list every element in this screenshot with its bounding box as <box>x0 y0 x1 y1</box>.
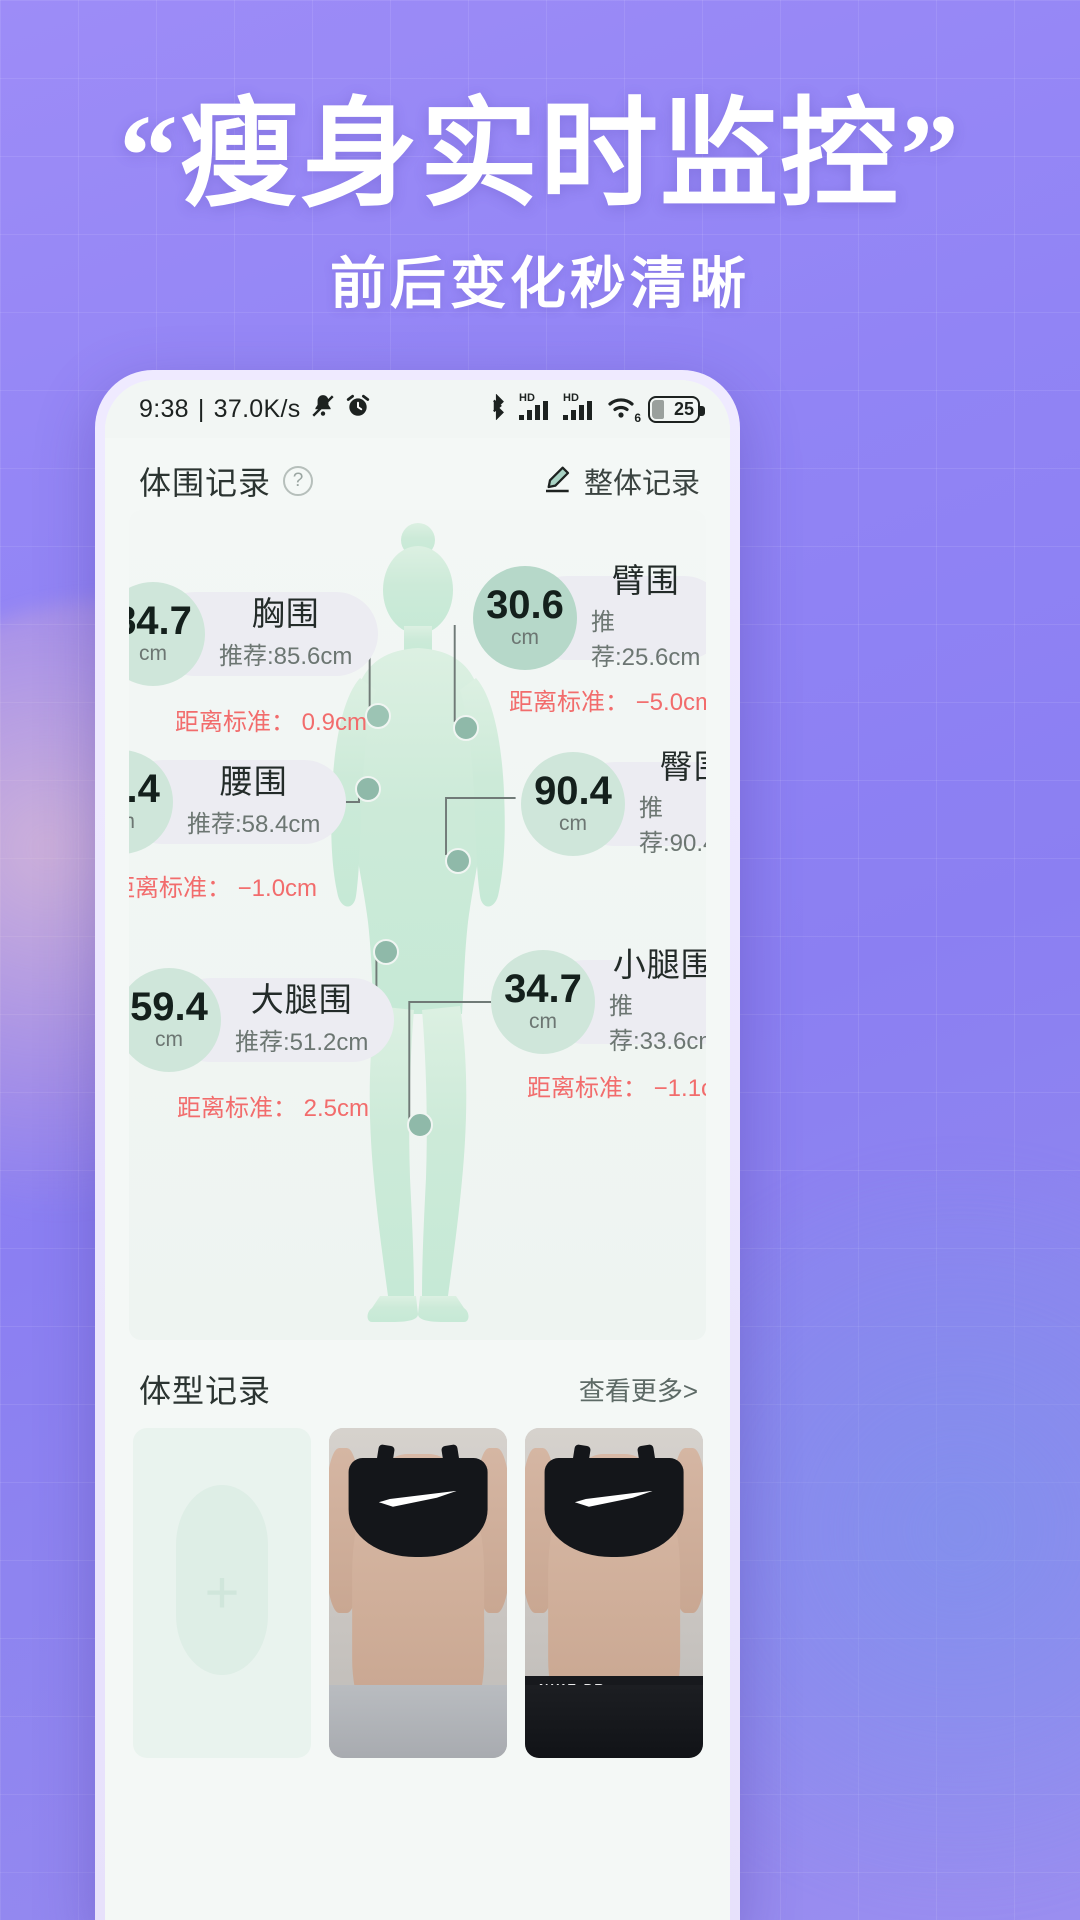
measurement-name-waist: 腰围 <box>219 763 288 801</box>
measurement-unit-calf: cm <box>529 1010 557 1034</box>
signal-hd-label-2: HD <box>563 391 579 404</box>
alarm-clock-icon <box>345 393 371 426</box>
body-measurement-diagram: 84.7 cm 胸围 推荐:85.6cm 距离标准： 0.9cm 30.6 cm… <box>129 510 706 1340</box>
measurement-unit-chest: cm <box>139 642 167 666</box>
measurement-recommend-arm: 推荐:25.6cm <box>591 609 701 672</box>
status-netspeed: 37.0K/s <box>213 394 301 423</box>
measurement-value-thigh: 59.4 <box>130 984 208 1029</box>
measurement-recommend-chest: 推荐:85.6cm <box>219 642 353 670</box>
measurement-card-chest[interactable]: 84.7 cm 胸围 推荐:85.6cm <box>129 582 379 686</box>
status-bar-left: 9:38 | 37.0K/s <box>139 393 371 426</box>
body-point-calf[interactable] <box>407 1112 433 1138</box>
measurement-value-waist: 59.4 <box>129 766 160 811</box>
measurement-name-thigh: 大腿围 <box>250 981 353 1019</box>
status-time: 9:38 <box>139 394 189 423</box>
measurement-value-calf: 34.7 <box>504 966 582 1011</box>
measurement-value-hip: 90.4 <box>534 768 612 813</box>
measurement-deviation-chest: 距离标准： 0.9cm <box>175 709 368 736</box>
bell-muted-icon <box>310 393 336 426</box>
measurement-value-arm: 30.6 <box>486 582 564 627</box>
photo-pants <box>329 1685 507 1758</box>
measurement-bubble-arm: 30.6 cm <box>473 566 577 670</box>
measurement-recommend-calf: 推荐:33.6cm <box>609 993 706 1056</box>
measurement-name-arm: 臂围 <box>611 561 680 599</box>
pencil-icon <box>542 463 574 500</box>
status-divider: | <box>197 394 205 423</box>
measurement-recommend-hip: 推荐:90.4cm <box>639 795 706 858</box>
status-bar: 9:38 | 37.0K/s HD HD 6 <box>105 380 730 438</box>
app-header-left: 体围记录 ? <box>139 458 314 504</box>
hero-subtitle: 前后变化秒清晰 <box>330 252 750 316</box>
photo-sports-bra <box>544 1457 684 1557</box>
measurement-deviation-thigh: 距离标准： 2.5cm <box>177 1095 370 1122</box>
signal-bars-sim2-icon: HD <box>562 391 596 425</box>
body-photo-1[interactable] <box>329 1428 507 1758</box>
view-more-link[interactable]: 查看更多> <box>578 1375 698 1406</box>
measurement-unit-arm: cm <box>511 626 539 650</box>
body-record-header: 体型记录 查看更多> <box>105 1340 730 1428</box>
question-mark-icon[interactable]: ? <box>283 466 314 496</box>
measurement-recommend-thigh: 推荐:51.2cm <box>235 1028 369 1056</box>
status-bar-right: HD HD 6 25 <box>486 391 705 425</box>
measurement-card-thigh[interactable]: 59.4 cm 大腿围 推荐:51.2cm <box>129 968 395 1072</box>
phone-screen: 9:38 | 37.0K/s HD HD 6 <box>105 380 730 1920</box>
measurement-card-hip[interactable]: 90.4 cm 臀围 推荐:90.4cm <box>521 747 706 858</box>
body-record-title: 体型记录 <box>139 1373 272 1409</box>
measurement-deviation-waist: 距离标准： −1.0cm <box>129 875 318 902</box>
measurement-name-hip: 臀围 <box>659 747 706 785</box>
hero-title: “瘦身实时监控” <box>118 90 961 221</box>
measurement-unit-hip: cm <box>559 812 587 836</box>
measurement-bubble-hip: 90.4 cm <box>521 752 625 856</box>
add-photo-button[interactable]: + <box>133 1428 311 1758</box>
measurement-value-chest: 84.7 <box>129 598 192 643</box>
add-photo-ghost-silhouette <box>176 1484 268 1675</box>
wifi-icon: 6 <box>606 394 641 425</box>
signal-bars-sim1-icon: HD <box>518 391 552 425</box>
body-photo-2[interactable]: NIKE PR <box>525 1428 703 1758</box>
wifi-generation-label: 6 <box>634 410 641 425</box>
measurement-unit-waist: cm <box>129 810 135 834</box>
body-point-waist[interactable] <box>355 776 381 802</box>
photo-pants <box>525 1685 703 1758</box>
body-point-thigh[interactable] <box>373 939 399 965</box>
photo-sports-bra <box>348 1457 488 1557</box>
measurement-card-calf[interactable]: 34.7 cm 小腿围 推荐:33.6cm <box>491 945 706 1056</box>
measurement-name-calf: 小腿围 <box>612 945 706 983</box>
body-point-hip[interactable] <box>445 848 471 874</box>
phone-frame: 9:38 | 37.0K/s HD HD 6 <box>95 370 740 1920</box>
body-point-arm[interactable] <box>453 715 479 741</box>
measurement-name-chest: 胸围 <box>251 595 320 633</box>
measurement-card-waist[interactable]: 59.4 cm 腰围 推荐:58.4cm <box>129 750 347 854</box>
battery-level: 25 <box>673 399 694 419</box>
signal-hd-label-1: HD <box>519 391 535 404</box>
overall-record-button[interactable]: 整体记录 <box>542 460 700 502</box>
measurement-deviation-arm: 距离标准： −5.0cm <box>509 689 706 716</box>
measurement-bubble-calf: 34.7 cm <box>491 950 595 1054</box>
page-title: 体围记录 <box>139 465 272 501</box>
measurement-bubble-thigh: 59.4 cm <box>129 968 221 1072</box>
body-record-list: + NIKE PR <box>105 1428 730 1758</box>
battery-icon: 25 <box>648 395 705 423</box>
measurement-recommend-waist: 推荐:58.4cm <box>187 810 321 838</box>
bluetooth-icon <box>486 393 508 425</box>
measurement-unit-thigh: cm <box>155 1028 183 1052</box>
body-point-chest[interactable] <box>365 703 391 729</box>
overall-record-label: 整体记录 <box>583 468 700 500</box>
measurement-deviation-calf: 距离标准： −1.1cm <box>527 1075 706 1102</box>
battery-fill <box>652 399 664 419</box>
hero-section: “瘦身实时监控” 前后变化秒清晰 <box>0 86 1080 320</box>
app-header: 体围记录 ? 整体记录 <box>105 438 730 510</box>
measurement-card-arm[interactable]: 30.6 cm 臂围 推荐:25.6cm <box>473 561 706 672</box>
body-silhouette <box>330 523 505 1322</box>
